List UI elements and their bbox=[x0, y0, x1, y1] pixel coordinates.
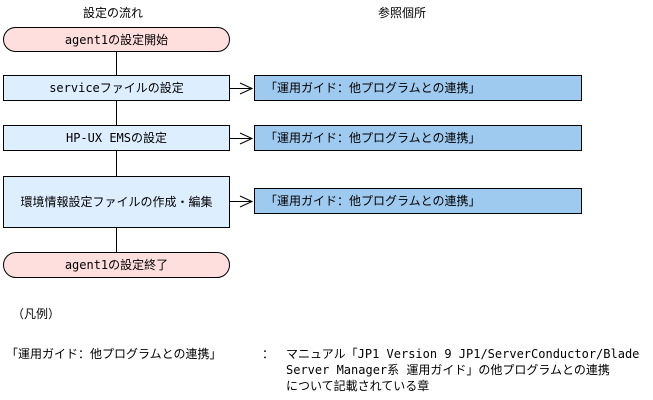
step-service-file-label: serviceファイルの設定 bbox=[49, 81, 184, 95]
legend-separator: ： bbox=[262, 347, 275, 361]
step-service-file: serviceファイルの設定 bbox=[3, 75, 230, 101]
legend-title: （凡例） bbox=[12, 307, 61, 321]
step-hpux-ems-label: HP-UX EMSの設定 bbox=[65, 131, 168, 145]
arrowhead-2 bbox=[239, 132, 254, 145]
reference-box-2-label: 「運用ガイド：他プログラムとの連携」 bbox=[265, 131, 481, 145]
legend-description-line-2: Server Manager系 運用ガイド」の他プログラムとの連携 bbox=[286, 363, 610, 377]
step-hpux-ems: HP-UX EMSの設定 bbox=[3, 125, 230, 151]
step-environment-file: 環境情報設定ファイルの作成・編集 bbox=[3, 176, 230, 228]
reference-box-3: 「運用ガイド：他プログラムとの連携」 bbox=[254, 188, 582, 214]
step-environment-file-label: 環境情報設定ファイルの作成・編集 bbox=[20, 195, 213, 209]
legend-description-line-1: マニュアル「JP1 Version 9 JP1/ServerConductor/… bbox=[286, 347, 640, 361]
reference-box-3-label: 「運用ガイド：他プログラムとの連携」 bbox=[265, 194, 481, 208]
start-node-label: agent1の設定開始 bbox=[64, 32, 169, 47]
arrowhead-3 bbox=[239, 195, 254, 208]
arrow-line-2 bbox=[230, 138, 252, 139]
end-node: agent1の設定終了 bbox=[3, 252, 230, 278]
arrow-line-3 bbox=[230, 201, 252, 202]
reference-box-1-label: 「運用ガイド：他プログラムとの連携」 bbox=[265, 81, 481, 95]
start-node: agent1の設定開始 bbox=[3, 27, 230, 52]
legend-description-line-3: について記載されている章 bbox=[286, 379, 430, 393]
legend-term: 「運用ガイド：他プログラムとの連携」 bbox=[6, 347, 222, 361]
arrow-line-1 bbox=[230, 88, 252, 89]
reference-column-header: 参照個所 bbox=[378, 6, 427, 20]
flow-connector-line bbox=[116, 52, 117, 252]
flow-column-header: 設定の流れ bbox=[83, 6, 144, 20]
reference-box-2: 「運用ガイド：他プログラムとの連携」 bbox=[254, 125, 582, 151]
reference-box-1: 「運用ガイド：他プログラムとの連携」 bbox=[254, 75, 582, 101]
end-node-label: agent1の設定終了 bbox=[64, 258, 169, 272]
arrowhead-1 bbox=[239, 82, 254, 95]
